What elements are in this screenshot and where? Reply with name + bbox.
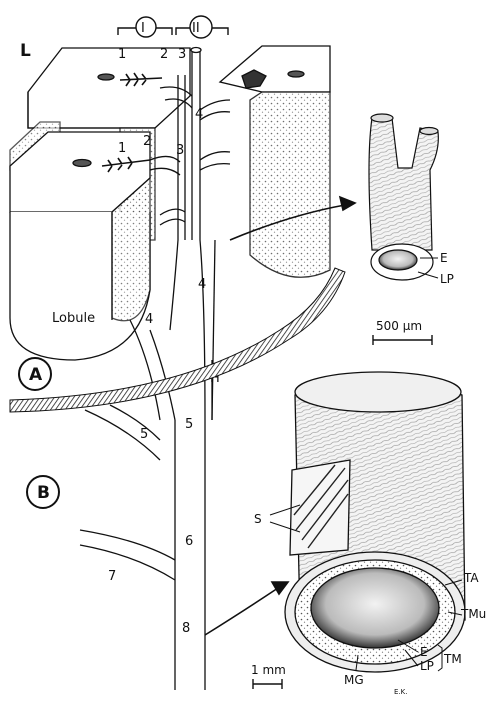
branch-1-front: 1 — [118, 141, 126, 156]
scale-small-label: 500 µm — [376, 319, 422, 333]
large-duct-drawing — [285, 372, 465, 672]
large-tm-label: TM — [443, 652, 462, 666]
lobule-label: Lobule — [52, 311, 95, 326]
branch-3-front: 3 — [176, 143, 184, 158]
small-e-label: E — [440, 251, 448, 265]
scale-large-label: 1 mm — [251, 663, 286, 677]
branch-5-right: 5 — [185, 417, 193, 432]
branch-3-top: 3 — [178, 47, 186, 62]
zone-ii-label: II — [192, 21, 200, 36]
arrow-to-large-duct — [205, 582, 288, 635]
large-ta-label: TA — [463, 571, 479, 585]
branch-5-left: 5 — [140, 427, 148, 442]
branch-4-middle: 4 — [198, 277, 206, 292]
large-s-label: S — [254, 512, 262, 526]
artist-initials: E.K. — [394, 688, 407, 696]
large-lp-label: LP — [420, 659, 434, 673]
branch-6: 6 — [185, 534, 193, 549]
section-a-label: A — [29, 365, 43, 385]
large-tmu-label: TMu — [460, 607, 486, 621]
figure-letter: L — [20, 41, 31, 61]
large-mg-label: MG — [344, 673, 364, 687]
branch-4-lower: 4 — [145, 312, 153, 327]
small-lp-label: LP — [440, 272, 454, 286]
branch-2-front: 2 — [143, 134, 151, 149]
branch-1-top: 1 — [118, 47, 126, 62]
zone-ii-bracket — [176, 16, 228, 38]
zone-i-label: I — [141, 21, 145, 36]
branch-4-upper: 4 — [195, 107, 203, 122]
branch-2-top: 2 — [160, 47, 168, 62]
zone-i-bracket — [118, 17, 172, 37]
branch-8: 8 — [182, 621, 190, 636]
lobule-right — [220, 46, 330, 277]
scale-bar-large — [253, 679, 282, 689]
large-e-label: E — [420, 645, 428, 659]
branch-7: 7 — [108, 569, 116, 584]
scale-bar-small — [373, 335, 432, 345]
small-duct-drawing — [369, 114, 438, 280]
section-b-label: B — [37, 483, 50, 503]
